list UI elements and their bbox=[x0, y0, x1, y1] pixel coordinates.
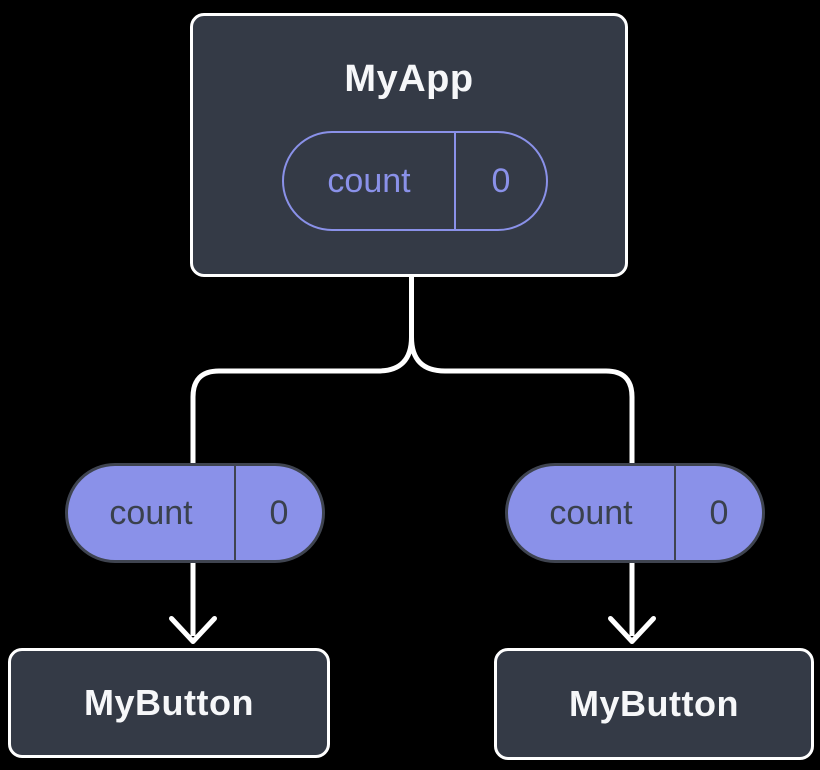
myapp-title: MyApp bbox=[344, 58, 474, 100]
branch-left-line bbox=[190, 276, 414, 464]
prop-pill-left: count 0 bbox=[65, 463, 325, 563]
prop-pill-value: 0 bbox=[269, 493, 289, 532]
prop-pill-label: count bbox=[68, 466, 236, 560]
mybutton-title: MyButton bbox=[569, 683, 739, 724]
myapp-node: MyApp count 0 bbox=[190, 13, 628, 277]
state-pill-value: 0 bbox=[491, 161, 511, 200]
state-pill: count 0 bbox=[282, 131, 548, 231]
arrow-left-head-icon bbox=[169, 616, 217, 644]
prop-pill-value: 0 bbox=[709, 493, 729, 532]
mybutton-node-right: MyButton bbox=[494, 648, 814, 760]
mybutton-node-left: MyButton bbox=[8, 648, 330, 758]
prop-pill-label: count bbox=[508, 466, 676, 560]
state-pill-label: count bbox=[284, 133, 456, 229]
arrow-right-head-icon bbox=[608, 616, 656, 644]
branch-right-line bbox=[409, 276, 635, 464]
mybutton-title: MyButton bbox=[84, 682, 254, 723]
prop-pill-right: count 0 bbox=[505, 463, 765, 563]
